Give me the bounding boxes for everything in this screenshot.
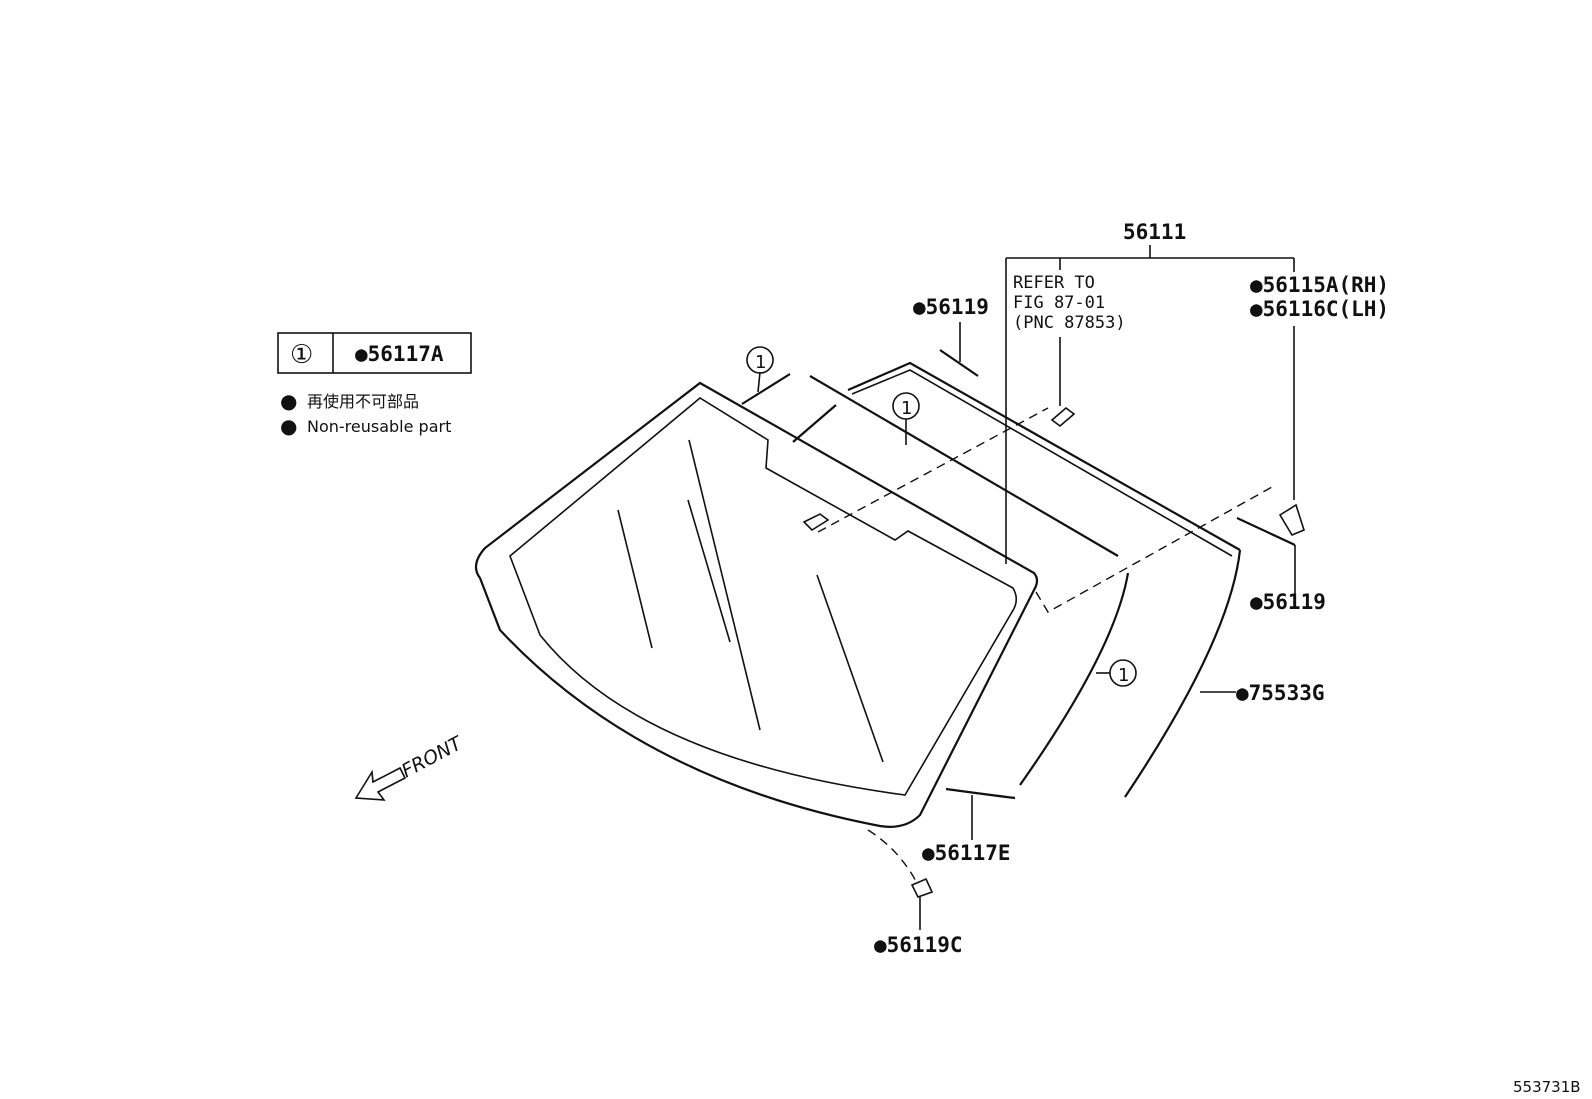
figure-code: 553731B: [1513, 1078, 1581, 1096]
clip-56119-top: [939, 349, 979, 377]
label-56115a-rh: ●56115A(RH): [1250, 273, 1389, 297]
label-refer-3: (PNC 87853): [1013, 313, 1126, 333]
label-56117e: ●56117E: [922, 841, 1011, 865]
svg-text:1: 1: [755, 352, 766, 373]
legend-key-symbol: ①: [290, 340, 313, 370]
glass-reflection-2: [688, 439, 761, 731]
mirror-mount-bracket: [802, 513, 830, 532]
leader-lines: [757, 245, 1296, 930]
sensor-bracket-icon: [1050, 406, 1076, 428]
windshield-glass: [474, 381, 1039, 828]
upper-molding-left: [792, 404, 837, 443]
windshield-outer-edge: [474, 381, 1039, 828]
circle-one-markers: ① 1 1 1: [746, 346, 1137, 687]
svg-text:1: 1: [901, 398, 912, 419]
lower-molding: [945, 787, 1016, 800]
windshield-inner-edge: [509, 397, 1018, 796]
clip-56119-right: [1236, 517, 1296, 546]
upper-molding-long-2: [847, 361, 1241, 551]
lower-clip-icon: [910, 877, 934, 898]
svg-text:1: 1: [1118, 665, 1129, 686]
label-56119-right: ●56119: [1250, 590, 1326, 614]
front-label: FRONT: [398, 732, 467, 783]
side-molding-outer: [1124, 549, 1242, 798]
upper-molding-long-3: [851, 369, 1233, 557]
legend-key-part: ●56117A: [355, 342, 444, 366]
upper-moldings: [741, 361, 1242, 800]
label-75533g: ●75533G: [1236, 681, 1325, 705]
label-56116c-lh: ●56116C(LH): [1250, 297, 1389, 321]
legend-note-jp: 再使用不可部品: [307, 392, 419, 411]
side-molding-inner: [1019, 572, 1130, 786]
legend-note-en: Non-reusable part: [307, 417, 451, 436]
upper-molding-short: [741, 373, 791, 405]
label-56119-top: ●56119: [913, 295, 989, 319]
rh-clip-icon: [1278, 503, 1305, 537]
label-56111: 56111: [1123, 220, 1186, 244]
legend-notes: ● 再使用不可部品 ● Non-reusable part: [280, 389, 451, 438]
part-labels: 56111 REFER TO FIG 87-01 (PNC 87853) ●56…: [874, 220, 1389, 957]
legend-note-bullet-jp: ●: [280, 389, 297, 413]
legend-note-bullet-en: ●: [280, 414, 297, 438]
front-direction-arrow: FRONT: [354, 732, 467, 801]
glass-reflection-4: [816, 574, 884, 763]
label-refer-2: FIG 87-01: [1013, 293, 1105, 313]
front-arrow-icon: [354, 766, 407, 801]
label-56119c: ●56119C: [874, 933, 963, 957]
upper-molding-long-1: [809, 375, 1119, 557]
dashed-reference-lines: [817, 407, 1273, 886]
legend-box: ① ●56117A: [277, 332, 472, 374]
clips: [910, 349, 1305, 898]
glass-reflection-3: [687, 499, 731, 643]
label-refer-1: REFER TO: [1013, 273, 1095, 293]
glass-reflection-1: [617, 509, 653, 649]
